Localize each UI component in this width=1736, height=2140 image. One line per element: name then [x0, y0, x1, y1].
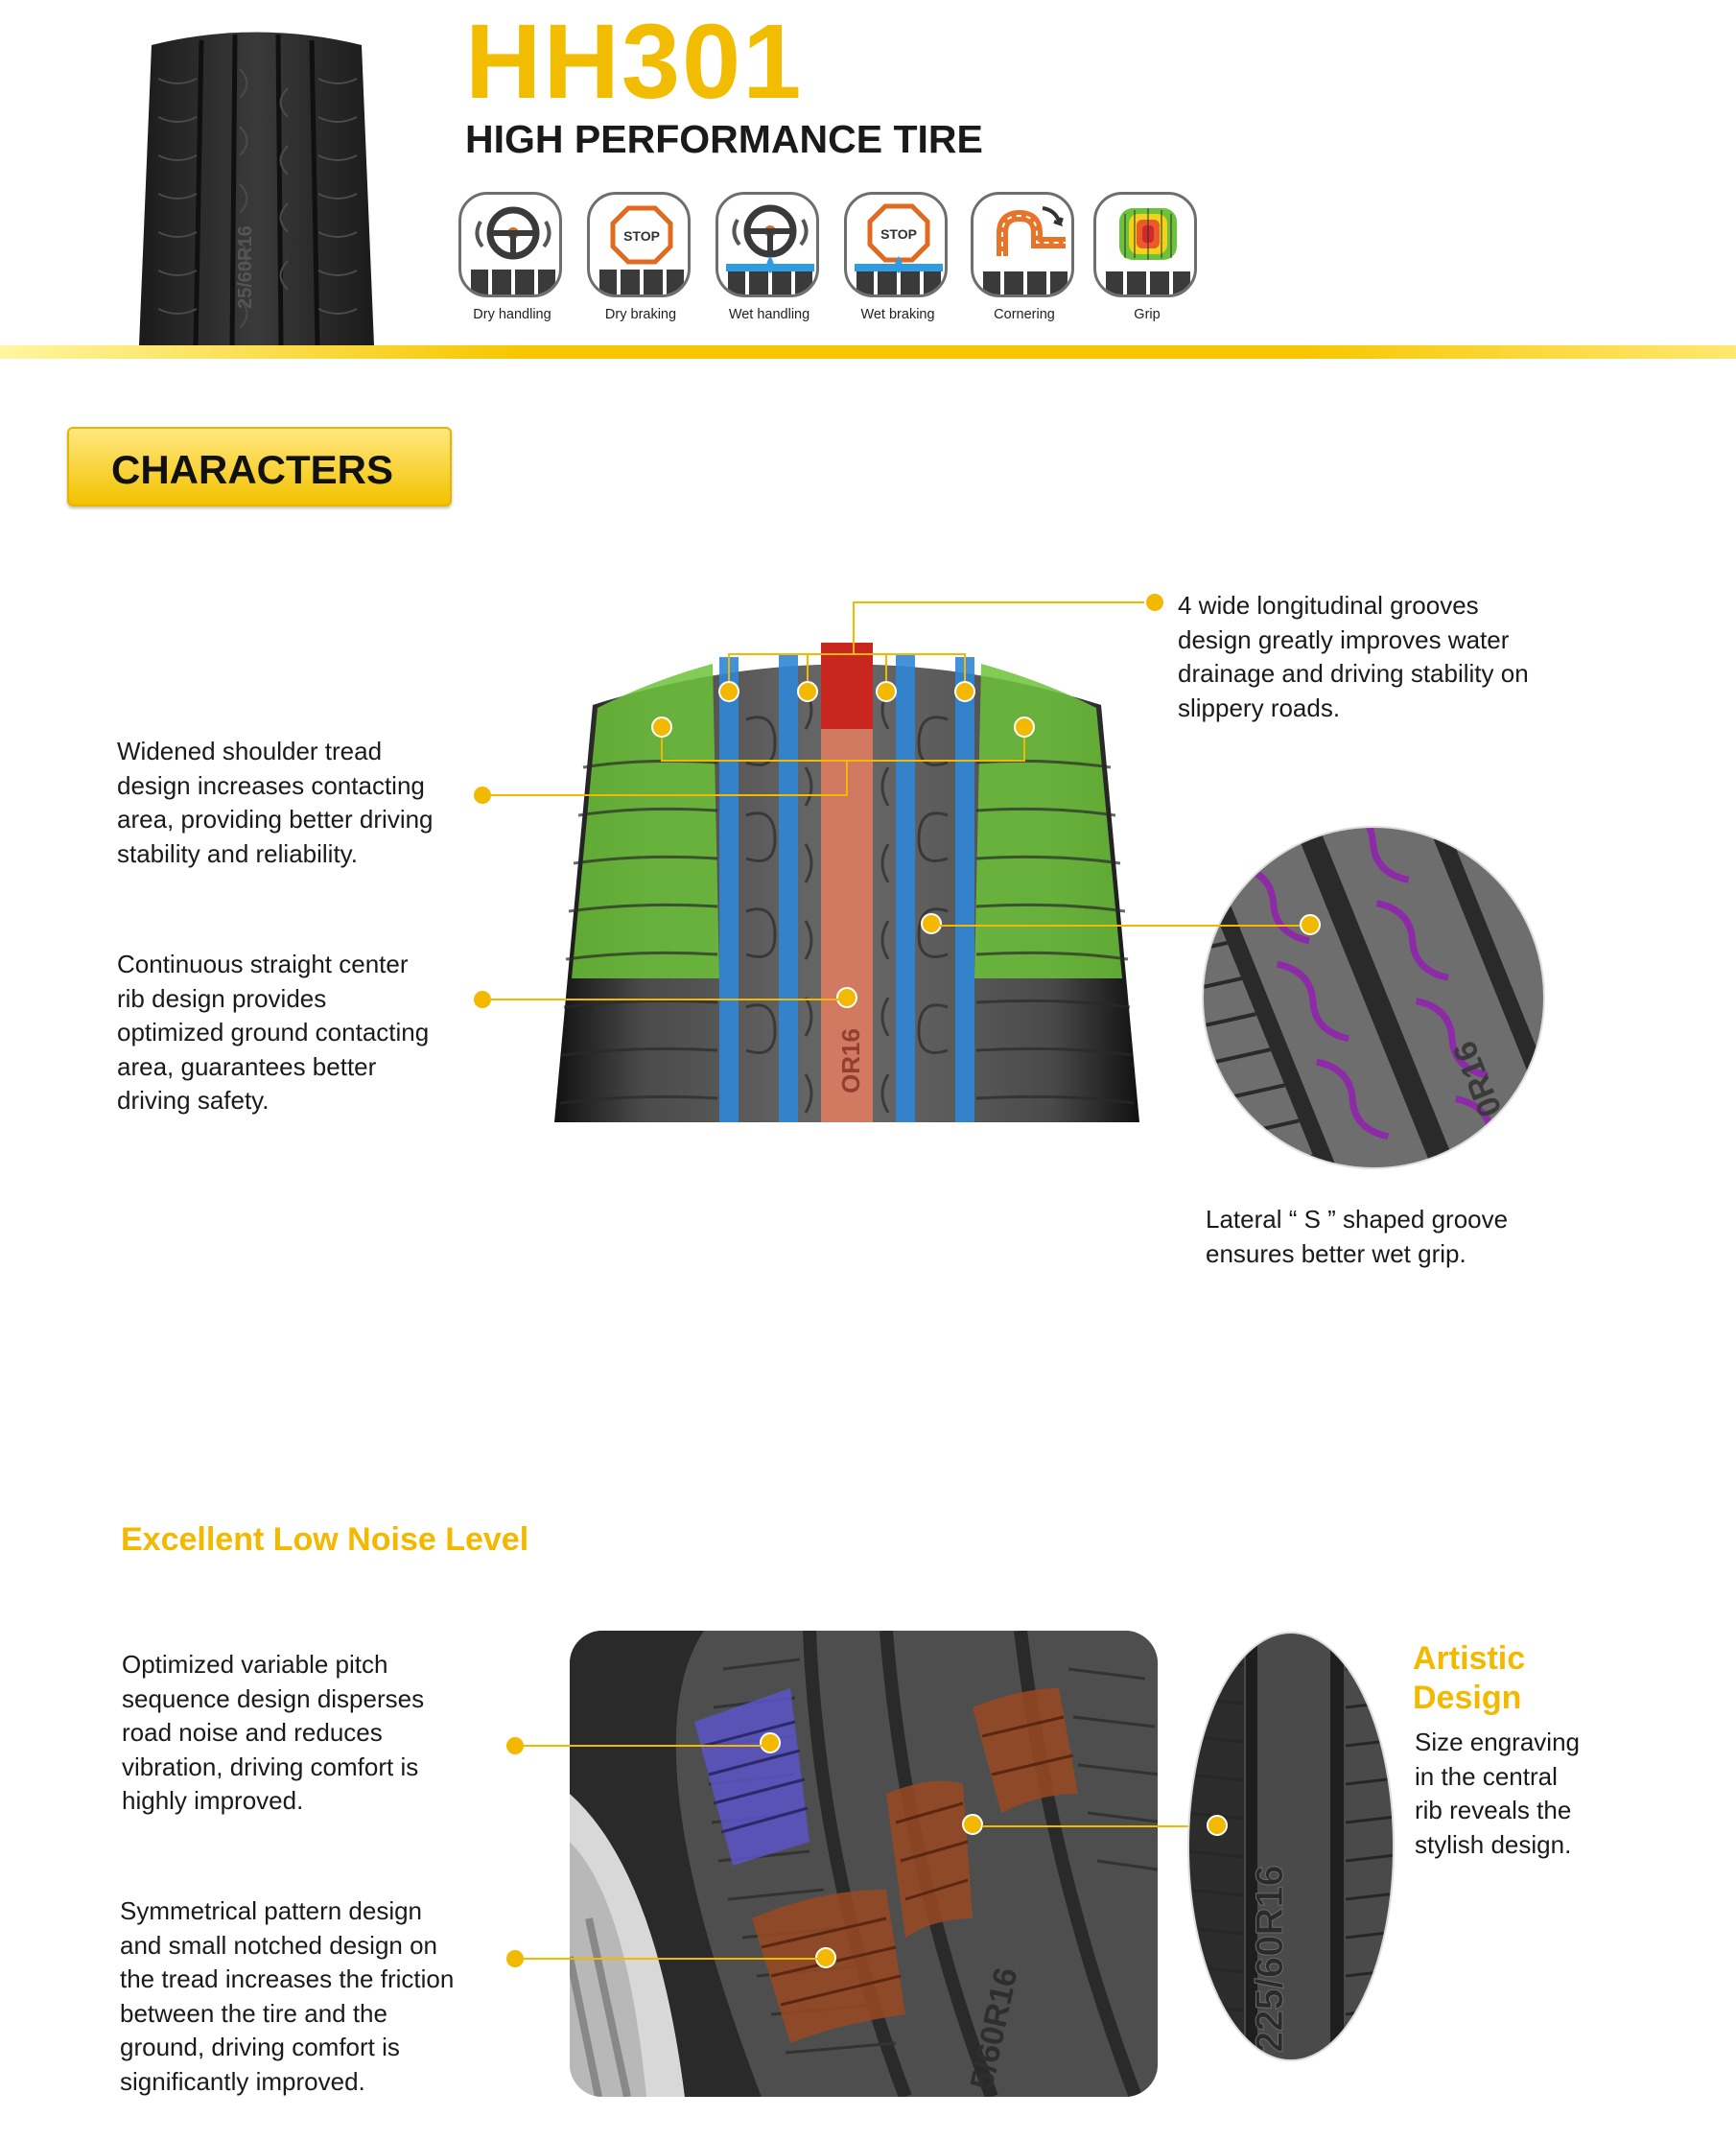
pitch-description: Optimized variable pitch sequence design… — [122, 1648, 424, 1819]
product-subtitle: HIGH PERFORMANCE TIRE — [465, 117, 983, 161]
text-line: optimized ground contacting — [117, 1018, 430, 1046]
text-line: highly improved. — [122, 1786, 304, 1815]
text-line: and small notched design on — [120, 1930, 438, 1960]
text-line: the tread increases the friction — [120, 1964, 455, 1993]
shoulder-callout-dot — [472, 785, 493, 806]
text-line: Widened shoulder tread — [117, 737, 383, 765]
stop-sign-icon: STOP — [599, 205, 684, 294]
text-line: road noise and reduces — [122, 1718, 383, 1747]
center-rib-description: Continuous straight center rib design pr… — [117, 948, 429, 1118]
stop-sign-water-icon: STOP — [855, 203, 943, 294]
feature-label: Dry braking — [604, 307, 677, 322]
text-line: Size engraving — [1415, 1728, 1580, 1756]
s-groove-leader-line — [940, 925, 1310, 927]
text-line: driving safety. — [117, 1086, 270, 1115]
feature-dry-braking: STOP Dry braking — [587, 192, 694, 322]
stop-sign-text: STOP — [880, 226, 917, 242]
grooves-leader-drop — [853, 601, 855, 642]
section-tag-label: CHARACTERS — [111, 447, 393, 492]
section-tag-characters: CHARACTERS — [67, 427, 452, 506]
text-line: Symmetrical pattern design — [120, 1896, 423, 1925]
text-line: slippery roads. — [1178, 693, 1341, 722]
text-line: rib design provides — [117, 983, 327, 1013]
stop-sign-text: STOP — [623, 228, 660, 244]
center-rib-leader-line — [491, 999, 839, 1000]
text-line: ground, driving comfort is — [120, 2033, 400, 2061]
heading-line: Artistic — [1413, 1640, 1526, 1677]
header-divider — [0, 345, 1736, 359]
text-line: Lateral “ S ” shaped groove — [1206, 1205, 1509, 1234]
text-line: rib reveals the — [1415, 1796, 1572, 1824]
model-name: HH301 — [465, 3, 804, 121]
text-line: area, providing better driving — [117, 805, 434, 834]
text-line: design increases contacting — [117, 770, 425, 800]
grooves-description: 4 wide longitudinal grooves design great… — [1178, 589, 1529, 725]
artistic-description: Size engraving in the central rib reveal… — [1415, 1726, 1580, 1862]
symmetric-description: Symmetrical pattern design and small not… — [120, 1894, 454, 2099]
s-groove-zoom-image: 0R16 — [1202, 826, 1545, 1169]
s-groove-description: Lateral “ S ” shaped groove ensures bett… — [1206, 1203, 1508, 1271]
text-line: drainage and driving stability on — [1178, 659, 1529, 688]
text-line: design greatly improves water — [1178, 624, 1510, 654]
pitch-callout-dot — [504, 1735, 526, 1756]
text-line: vibration, driving comfort is — [122, 1752, 419, 1781]
oval-size-marking: 225/60R16 — [1249, 1865, 1291, 2053]
feature-label: Cornering — [994, 307, 1055, 322]
heading-line: Design — [1413, 1680, 1522, 1716]
feature-wet-braking: STOP Wet braking — [844, 192, 951, 322]
text-line: stylish design. — [1415, 1829, 1572, 1859]
shoulder-leader-drop — [846, 760, 848, 796]
text-line: in the central — [1415, 1761, 1558, 1791]
symmetric-callout-dot — [504, 1948, 526, 1969]
artistic-leader-line — [982, 1825, 1212, 1827]
feature-grip: Grip — [1093, 192, 1201, 322]
shoulder-leader-line — [491, 794, 848, 796]
feature-dry-handling: Dry handling — [458, 192, 566, 322]
tire-front-image: 25/60R16 — [139, 32, 374, 345]
feature-label: Wet braking — [860, 307, 935, 322]
s-groove-callout-dot — [1300, 914, 1321, 935]
center-rib-callout-dot — [472, 989, 493, 1010]
grooves-callout-dot — [1144, 592, 1165, 613]
text-line: between the tire and the — [120, 1998, 387, 2028]
text-line: stability and reliability. — [117, 838, 358, 868]
text-line: sequence design disperses — [122, 1683, 425, 1713]
tread-size-marking: OR16 — [836, 1028, 865, 1094]
noise-heading: Excellent Low Noise Level — [121, 1521, 529, 1558]
central-rib-zoom-image: 225/60R16 — [1187, 1632, 1395, 2061]
grooves-leader-line — [855, 601, 1156, 603]
artistic-heading: Artistic Design — [1413, 1639, 1525, 1718]
shoulder-description: Widened shoulder tread design increases … — [117, 735, 434, 871]
text-line: Continuous straight center — [117, 950, 409, 978]
feature-cornering: Cornering — [971, 192, 1078, 322]
tread-callout-dots — [651, 681, 1035, 1008]
feature-label: Wet handling — [728, 307, 810, 322]
feature-wet-handling: Wet handling — [716, 192, 823, 322]
pitch-leader-line — [524, 1745, 772, 1747]
symmetric-leader-line — [524, 1958, 826, 1960]
tread-pattern-image: OR16 — [554, 641, 1139, 1122]
steering-wheel-water-icon — [726, 204, 814, 294]
tire-sidewall-text: 25/60R16 — [235, 225, 256, 309]
text-line: 4 wide longitudinal grooves — [1178, 591, 1479, 620]
text-line: significantly improved. — [120, 2066, 365, 2096]
grip-icon — [1106, 208, 1190, 294]
steering-wheel-icon — [471, 206, 555, 294]
feature-label: Grip — [1134, 307, 1161, 322]
artistic-callout-dot — [1207, 1815, 1228, 1836]
text-line: area, guarantees better — [117, 1051, 377, 1081]
text-line: ensures better wet grip. — [1206, 1238, 1466, 1268]
cornering-icon — [983, 206, 1067, 294]
text-line: Optimized variable pitch — [122, 1650, 388, 1679]
tire-side-image: 5/60R16 — [570, 1631, 1158, 2097]
feature-label: Dry handling — [473, 307, 551, 322]
